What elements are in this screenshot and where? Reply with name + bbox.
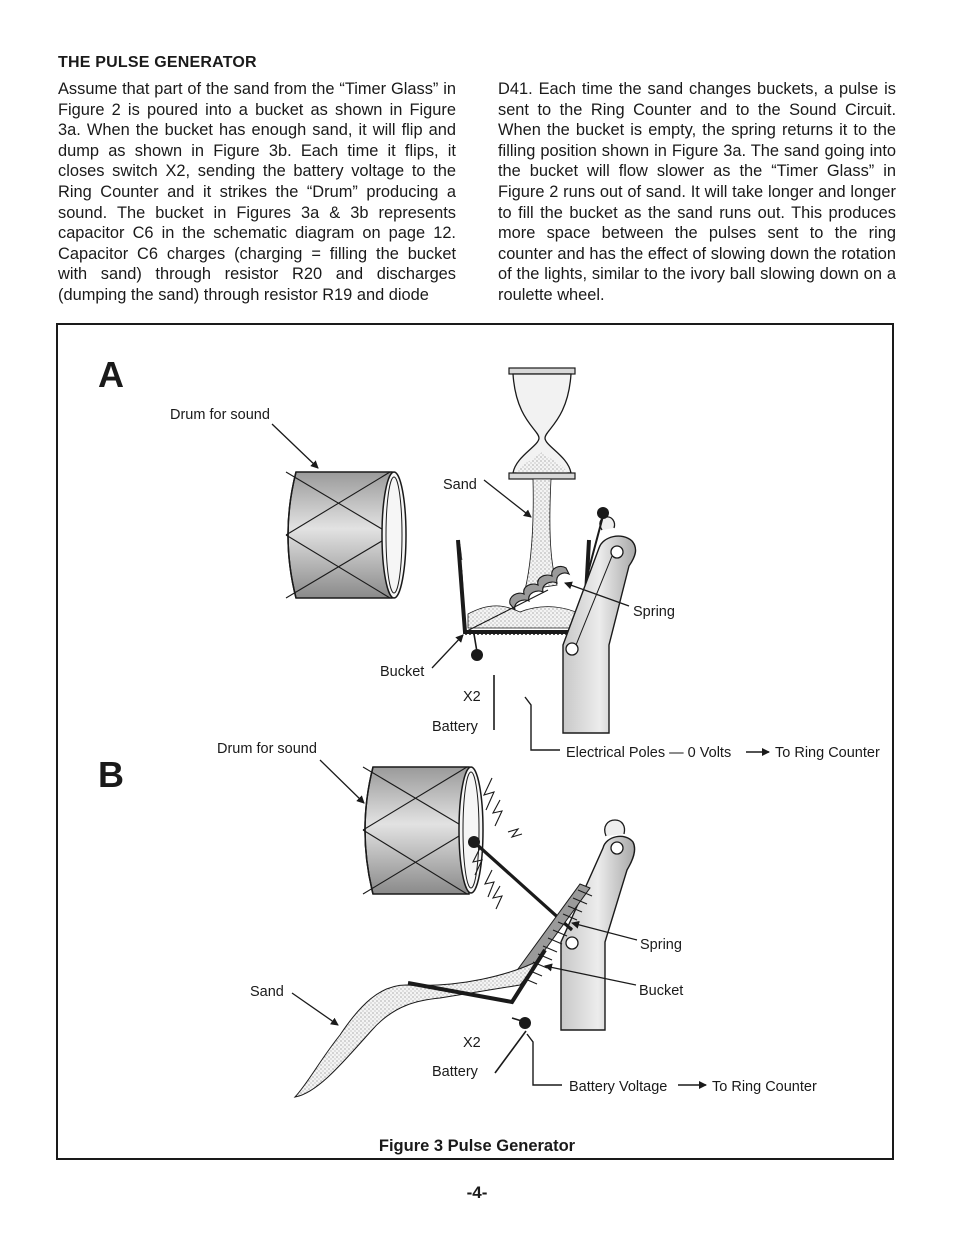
sand-label-b: Sand xyxy=(250,984,284,1000)
bucket-label-a: Bucket xyxy=(380,664,424,680)
body-column-right: D41. Each time the sand changes buckets,… xyxy=(498,79,896,306)
sand-label-a: Sand xyxy=(443,477,477,493)
x2-label-b: X2 xyxy=(463,1035,481,1051)
spring-b xyxy=(468,836,593,985)
panel-b-letter: B xyxy=(98,754,124,795)
drum-label-a: Drum for sound xyxy=(170,407,270,423)
spring-a xyxy=(464,507,609,633)
sound-spark-marks xyxy=(471,777,523,910)
output-label-a: Electrical Poles — 0 Volts xyxy=(566,745,731,761)
output-target-b: To Ring Counter xyxy=(712,1079,817,1095)
panel-a-letter: A xyxy=(98,354,124,395)
bucket-label-b: Bucket xyxy=(639,983,683,999)
body-column-left: Assume that part of the sand from the “T… xyxy=(58,79,456,306)
output-target-a: To Ring Counter xyxy=(775,745,880,761)
figure-frame xyxy=(56,323,894,1160)
section-heading: THE PULSE GENERATOR xyxy=(58,54,257,71)
spring-label-b: Spring xyxy=(640,937,682,953)
figure-caption: Figure 3 Pulse Generator xyxy=(379,1137,576,1155)
drum-a xyxy=(285,471,407,599)
bucket-b xyxy=(293,948,547,1098)
x2-label-a: X2 xyxy=(463,689,481,705)
drum-label-b: Drum for sound xyxy=(217,741,317,757)
drum-b xyxy=(362,766,484,895)
battery-label-a: Battery xyxy=(432,719,479,735)
timer-glass xyxy=(508,367,576,480)
body-text-right: D41. Each time the sand changes buckets,… xyxy=(498,80,896,304)
page-number: -4- xyxy=(466,1183,488,1202)
body-text-left: Assume that part of the sand from the “T… xyxy=(58,80,456,304)
bucket-a xyxy=(456,539,591,635)
pole-b xyxy=(560,819,636,1031)
spring-label-a: Spring xyxy=(633,604,675,620)
output-label-b: Battery Voltage xyxy=(569,1079,667,1095)
battery-label-b: Battery xyxy=(432,1064,479,1080)
pole-a xyxy=(562,516,637,734)
